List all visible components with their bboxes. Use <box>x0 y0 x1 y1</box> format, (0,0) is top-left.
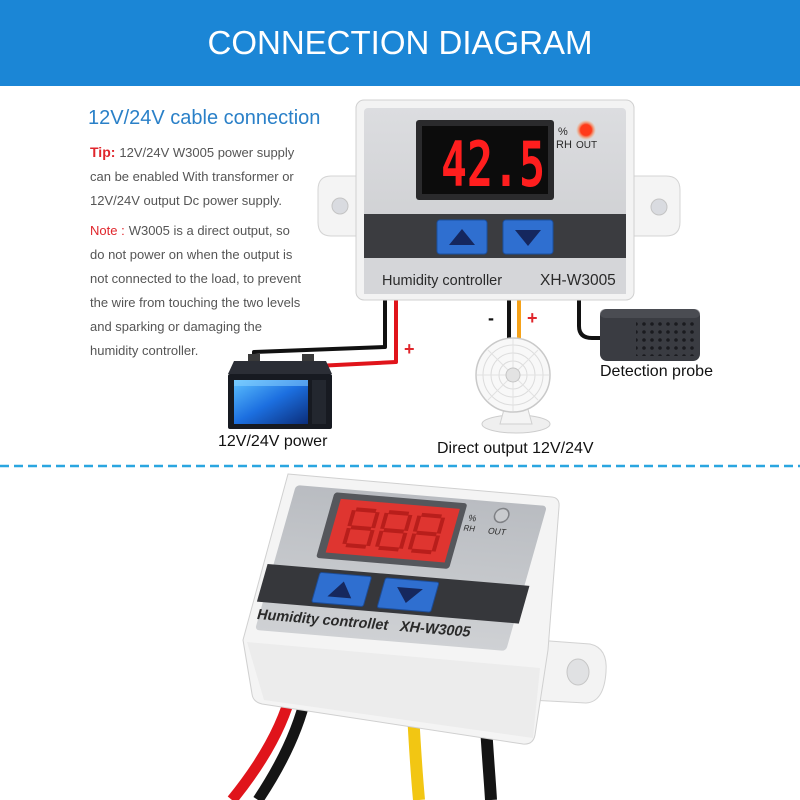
page-title: CONNECTION DIAGRAM <box>207 24 593 61</box>
model-number: XH-W3005 <box>540 272 616 289</box>
header-banner: CONNECTION DIAGRAM <box>0 0 800 86</box>
output-plus-sign: + <box>527 308 538 328</box>
button-band <box>364 214 626 258</box>
unit-label: RH <box>556 139 572 151</box>
section-heading: 12V/24V cable connection <box>88 107 321 129</box>
probe-illustration <box>600 309 700 361</box>
mounting-hole-right <box>650 198 668 216</box>
power-wire-positive <box>306 300 398 368</box>
note-block: Note :W3005 is a direct output, so do no… <box>90 219 301 363</box>
probe-wire <box>577 300 604 340</box>
arrow-down-icon <box>515 230 541 246</box>
note-label: Note : <box>90 223 125 238</box>
note-line: Note :W3005 is a direct output, so <box>90 219 301 243</box>
battery-label-highlight <box>234 380 308 386</box>
label-strip <box>364 258 626 294</box>
output-label: Direct output 12V/24V <box>437 440 594 457</box>
controller-photo: % RH OUT Humidity controllet XH-W3005 <box>227 473 607 800</box>
power-label: 12V/24V power <box>218 433 328 450</box>
photo-front-panel: % RH OUT Humidity controllet XH-W3005 <box>255 485 547 651</box>
tip-text: 12V/24V W3005 power supply <box>119 145 295 160</box>
photo-output-indicator-label: OUT <box>487 526 508 537</box>
fan-illustration <box>475 337 551 434</box>
battery-side <box>312 380 326 424</box>
battery-terminal-negative <box>248 354 260 363</box>
battery-illustration <box>228 354 332 429</box>
photo-model-number: XH-W3005 <box>398 619 473 641</box>
arrow-up-icon <box>327 581 352 599</box>
power-minus-sign: - <box>367 337 373 357</box>
output-led <box>581 125 591 135</box>
photo-unit-symbol: % <box>467 513 478 523</box>
note-line: and sparking or damaging the <box>90 319 263 334</box>
display-window <box>422 126 548 194</box>
tip-line: Tip:12V/24V W3005 power supply <box>90 140 294 165</box>
arrow-up-icon <box>449 229 475 245</box>
note-line: humidity controller. <box>90 343 199 358</box>
output-minus-sign: - <box>488 308 494 328</box>
display-reading: 42.5 <box>441 128 545 201</box>
photo-mounting-hole <box>566 658 590 686</box>
probe-vent-holes <box>636 318 694 356</box>
battery-label <box>234 380 308 424</box>
fan-hub <box>505 367 521 383</box>
output-indicator-label: OUT <box>576 140 597 151</box>
probe-highlight <box>600 309 700 318</box>
product-name: Humidity controller <box>382 273 502 289</box>
probe-label: Detection probe <box>600 363 713 380</box>
photo-unit-label: RH <box>462 524 476 534</box>
power-plus-sign: + <box>404 339 415 359</box>
arrow-down-icon <box>397 586 423 603</box>
tip-label: Tip: <box>90 144 116 160</box>
tip-line: can be enabled With transformer or <box>90 169 294 184</box>
battery-terminal-positive <box>302 354 314 363</box>
tip-line: 12V/24V output Dc power supply. <box>90 193 282 208</box>
battery-lid <box>228 361 332 374</box>
humidity-controller-diagram: 42.5 % RH OUT Humidity controller XH-W30… <box>317 99 681 301</box>
tip-block: Tip:12V/24V W3005 power supply can be en… <box>90 140 294 213</box>
output-wires <box>507 300 521 342</box>
note-line: do not power on when the output is <box>90 247 293 262</box>
note-line: not connected to the load, to prevent <box>90 271 302 286</box>
unit-symbol: % <box>558 126 568 138</box>
note-line: the wire from touching the two levels <box>90 295 301 310</box>
note-text: W3005 is a direct output, so <box>128 223 290 238</box>
photo-output-led <box>493 507 510 524</box>
photo-casing-lower-shade <box>247 642 540 738</box>
mounting-hole-left <box>331 197 349 215</box>
